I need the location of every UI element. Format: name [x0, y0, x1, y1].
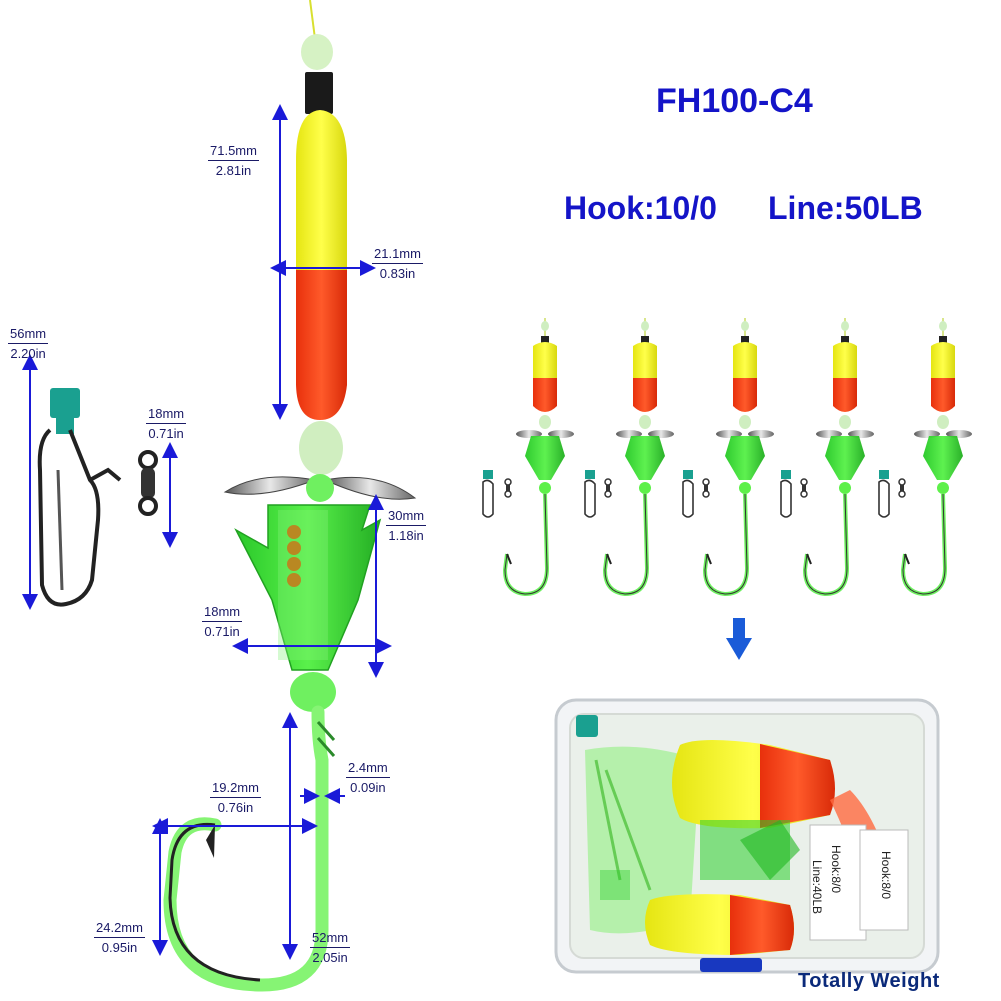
float-length-mm: 71.5mm	[208, 143, 259, 161]
hook-length-mm: 52mm	[310, 930, 351, 948]
float-width-label: 21.1mm 0.83in	[372, 246, 423, 282]
hook-wire-mm: 2.4mm	[346, 760, 390, 778]
box-label-1: Hook:8/0	[829, 844, 844, 894]
swivel-length-mm: 18mm	[146, 406, 187, 424]
totally-weight-caption: Totally Weight	[798, 970, 940, 992]
box-label-2: Line:40LB	[810, 859, 825, 915]
skirt-width-label: 18mm 0.71in	[202, 604, 243, 640]
skirt-width-mm: 18mm	[202, 604, 243, 622]
hook-gap-label: 19.2mm 0.76in	[210, 780, 261, 816]
float-length-in: 2.81in	[215, 163, 252, 178]
float-width-in: 0.83in	[379, 266, 416, 281]
skirt-height-label: 30mm 1.18in	[386, 508, 427, 544]
skirt-height-in: 1.18in	[388, 528, 424, 543]
hook-wire-in: 0.09in	[350, 780, 386, 795]
model-title: FH100-C4	[656, 82, 813, 120]
line-spec: Line:50LB	[768, 190, 923, 226]
box-label-3: Hook:8/0	[879, 850, 894, 900]
hook-gap-mm: 19.2mm	[210, 780, 261, 798]
float-width-mm: 21.1mm	[372, 246, 423, 264]
snap-length-in: 2.20in	[10, 346, 46, 361]
float-length-label: 71.5mm 2.81in	[208, 143, 259, 179]
hook-length-in: 2.05in	[312, 950, 348, 965]
hook-point-mm: 24.2mm	[94, 920, 145, 938]
swivel-length-in: 0.71in	[148, 426, 184, 441]
skirt-height-mm: 30mm	[386, 508, 427, 526]
snap-length-label: 56mm 2.20in	[8, 326, 49, 362]
snap-length-mm: 56mm	[8, 326, 49, 344]
hook-point-in: 0.95in	[101, 940, 138, 955]
hook-wire-label: 2.4mm 0.09in	[346, 760, 390, 796]
swivel-length-label: 18mm 0.71in	[146, 406, 187, 442]
hook-length-label: 52mm 2.05in	[310, 930, 351, 966]
hook-gap-in: 0.76in	[217, 800, 254, 815]
hook-spec: Hook:10/0	[564, 190, 717, 226]
skirt-width-in: 0.71in	[204, 624, 240, 639]
hook-point-label: 24.2mm 0.95in	[94, 920, 145, 956]
